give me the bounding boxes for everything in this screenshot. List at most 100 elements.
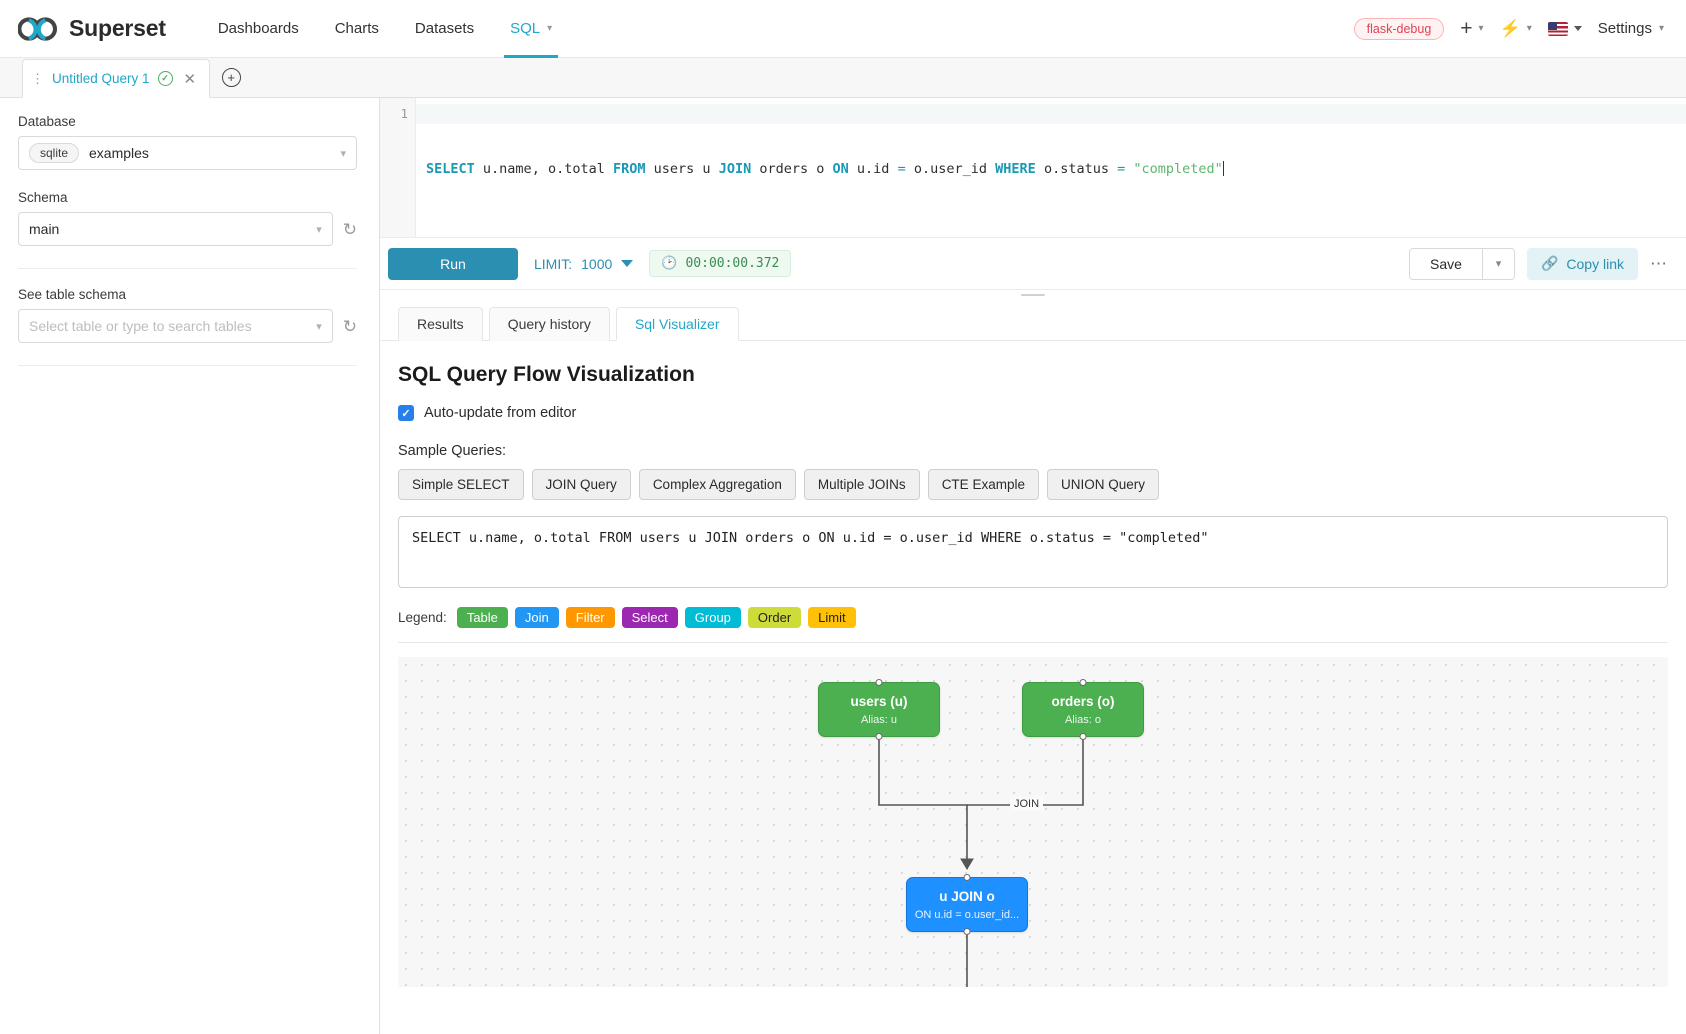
copy-link-button[interactable]: 🔗 Copy link bbox=[1526, 247, 1638, 280]
chevron-down-icon: ▾ bbox=[1495, 258, 1502, 270]
database-value: examples bbox=[89, 145, 149, 161]
main-panel: 1 SELECT u.name, o.total FROM users u JO… bbox=[380, 98, 1686, 1034]
nav-sql[interactable]: SQL ▾ bbox=[492, 0, 570, 58]
us-flag-icon bbox=[1547, 21, 1568, 36]
caret-down-icon bbox=[1573, 26, 1582, 31]
more-horizontal-icon[interactable]: ⋯ bbox=[1650, 253, 1668, 273]
node-orders[interactable]: orders (o) Alias: o bbox=[1022, 679, 1144, 740]
tab-query-history-label: Query history bbox=[507, 316, 591, 332]
editor-toolbar: Run LIMIT: 1000 🕑 00:00:00.372 Save ▾ 🔗 … bbox=[380, 238, 1686, 290]
nav-datasets-label: Datasets bbox=[414, 20, 475, 37]
clock-icon: 🕑 bbox=[661, 256, 678, 271]
superset-logo[interactable]: Superset bbox=[18, 15, 166, 42]
sample-cte-example[interactable]: CTE Example bbox=[927, 469, 1039, 500]
sample-queries-label: Sample Queries: bbox=[398, 443, 506, 459]
plus-icon: + bbox=[1460, 17, 1473, 40]
infinity-logo-icon bbox=[18, 16, 58, 41]
sql-editor[interactable]: 1 SELECT u.name, o.total FROM users u JO… bbox=[380, 98, 1686, 238]
table-schema-label: See table schema bbox=[18, 287, 127, 302]
table-select[interactable]: Select table or type to search tables ▾ bbox=[18, 309, 333, 343]
auto-update-checkbox-row[interactable]: ✓ Auto-update from editor bbox=[398, 405, 1668, 421]
bolt-menu-button[interactable]: ⚡ ▾ bbox=[1500, 20, 1532, 37]
query-tab-bar: ⋮ Untitled Query 1 ✓ ✕ + bbox=[0, 58, 1686, 98]
node-orders-alias: Alias: o bbox=[1064, 713, 1102, 726]
chevron-down-icon: ▾ bbox=[1526, 23, 1532, 34]
table-schema-field: See table schema Select table or type to… bbox=[18, 287, 357, 343]
node-port-bottom bbox=[1079, 733, 1087, 740]
body-wrapper: Database sqlite examples ▾ Schema main ▾… bbox=[0, 98, 1686, 1034]
refresh-icon[interactable]: ↻ bbox=[342, 316, 357, 336]
sample-complex-aggregation[interactable]: Complex Aggregation bbox=[638, 469, 796, 500]
settings-label: Settings bbox=[1597, 20, 1652, 37]
sample-simple-select[interactable]: Simple SELECT bbox=[398, 469, 524, 500]
chevron-down-icon: ▾ bbox=[547, 23, 553, 34]
schema-field: Schema main ▾ ↻ bbox=[18, 190, 357, 246]
active-line-highlight bbox=[416, 104, 1686, 124]
node-users[interactable]: users (u) Alias: u bbox=[818, 679, 940, 740]
legend-badge-limit: Limit bbox=[808, 607, 856, 628]
tab-sql-visualizer[interactable]: Sql Visualizer bbox=[615, 307, 739, 341]
table-select-placeholder: Select table or type to search tables bbox=[29, 318, 252, 334]
legend-label: Legend: bbox=[398, 610, 447, 625]
query-tab-label: Untitled Query 1 bbox=[52, 71, 150, 86]
limit-dropdown[interactable]: LIMIT: 1000 bbox=[534, 256, 634, 272]
query-timer: 🕑 00:00:00.372 bbox=[649, 250, 792, 277]
run-button[interactable]: Run bbox=[388, 247, 518, 280]
save-dropdown-button[interactable]: ▾ bbox=[1482, 247, 1515, 280]
node-orders-title: orders (o) bbox=[1051, 693, 1115, 709]
schema-select[interactable]: main ▾ bbox=[18, 212, 333, 246]
tab-results-label: Results bbox=[417, 316, 464, 332]
save-button[interactable]: Save bbox=[1409, 247, 1483, 280]
auto-update-checkbox[interactable]: ✓ bbox=[398, 405, 414, 421]
toolbar-right: Save ▾ 🔗 Copy link ⋯ bbox=[1409, 247, 1668, 280]
sample-queries-row: Simple SELECT JOIN Query Complex Aggrega… bbox=[398, 469, 1668, 500]
node-join[interactable]: u JOIN o ON u.id = o.user_id... bbox=[906, 874, 1028, 935]
drag-handle-icon[interactable]: ⋮ bbox=[31, 71, 44, 86]
timer-value: 00:00:00.372 bbox=[685, 256, 780, 271]
editor-code[interactable]: SELECT u.name, o.total FROM users u JOIN… bbox=[416, 98, 1686, 237]
navbar-right: flask-debug + ▾ ⚡ ▾ Settings ▾ bbox=[1353, 17, 1664, 40]
add-query-tab-button[interactable]: + bbox=[210, 58, 252, 97]
nav-datasets[interactable]: Datasets bbox=[397, 0, 492, 58]
refresh-icon[interactable]: ↻ bbox=[342, 219, 357, 239]
tab-results[interactable]: Results bbox=[398, 307, 483, 341]
chevron-down-icon: ▾ bbox=[1478, 23, 1484, 34]
close-icon[interactable]: ✕ bbox=[183, 70, 197, 88]
database-engine-pill: sqlite bbox=[29, 143, 80, 163]
sql-visualizer-panel: SQL Query Flow Visualization ✓ Auto-upda… bbox=[380, 341, 1686, 1034]
nav-links: Dashboards Charts Datasets SQL ▾ bbox=[200, 0, 570, 58]
sample-union-query[interactable]: UNION Query bbox=[1046, 469, 1159, 500]
database-label: Database bbox=[18, 114, 76, 129]
top-navbar: Superset Dashboards Charts Datasets SQL … bbox=[0, 0, 1686, 58]
auto-update-label: Auto-update from editor bbox=[424, 405, 577, 421]
query-flow-canvas[interactable]: JOIN users (u) Alias: u orders (o) Alias… bbox=[398, 657, 1668, 987]
nav-dashboards[interactable]: Dashboards bbox=[200, 0, 317, 58]
legend-badge-table: Table bbox=[456, 607, 508, 628]
node-port-top bbox=[963, 874, 971, 881]
legend: Legend: Table Join Filter Select Group O… bbox=[398, 607, 1668, 643]
database-field: Database sqlite examples ▾ bbox=[18, 114, 357, 170]
tab-query-history[interactable]: Query history bbox=[488, 307, 610, 341]
sidebar-divider bbox=[18, 268, 357, 269]
node-port-bottom bbox=[875, 733, 883, 740]
edge-label-join: JOIN bbox=[1010, 797, 1044, 811]
node-users-title: users (u) bbox=[850, 693, 908, 709]
result-tabs: Results Query history Sql Visualizer bbox=[380, 300, 1686, 341]
chevron-down-icon: ▾ bbox=[340, 147, 346, 160]
settings-menu[interactable]: Settings ▾ bbox=[1598, 20, 1664, 37]
caret-down-icon bbox=[621, 260, 634, 267]
sql-input-textarea[interactable] bbox=[398, 516, 1668, 588]
node-port-top bbox=[1079, 679, 1087, 686]
query-tab-untitled-query-1[interactable]: ⋮ Untitled Query 1 ✓ ✕ bbox=[22, 59, 211, 98]
nav-charts[interactable]: Charts bbox=[317, 0, 397, 58]
brand-text: Superset bbox=[69, 15, 166, 41]
language-picker[interactable] bbox=[1547, 21, 1582, 36]
panel-resize-handle[interactable] bbox=[380, 290, 1686, 300]
editor-gutter: 1 bbox=[380, 98, 416, 237]
legend-badge-order: Order bbox=[747, 607, 802, 628]
sample-join-query[interactable]: JOIN Query bbox=[531, 469, 631, 500]
sample-multiple-joins[interactable]: Multiple JOINs bbox=[803, 469, 920, 500]
database-select[interactable]: sqlite examples ▾ bbox=[18, 136, 357, 170]
sidebar-divider-2 bbox=[18, 365, 357, 366]
new-menu-button[interactable]: + ▾ bbox=[1460, 18, 1483, 39]
